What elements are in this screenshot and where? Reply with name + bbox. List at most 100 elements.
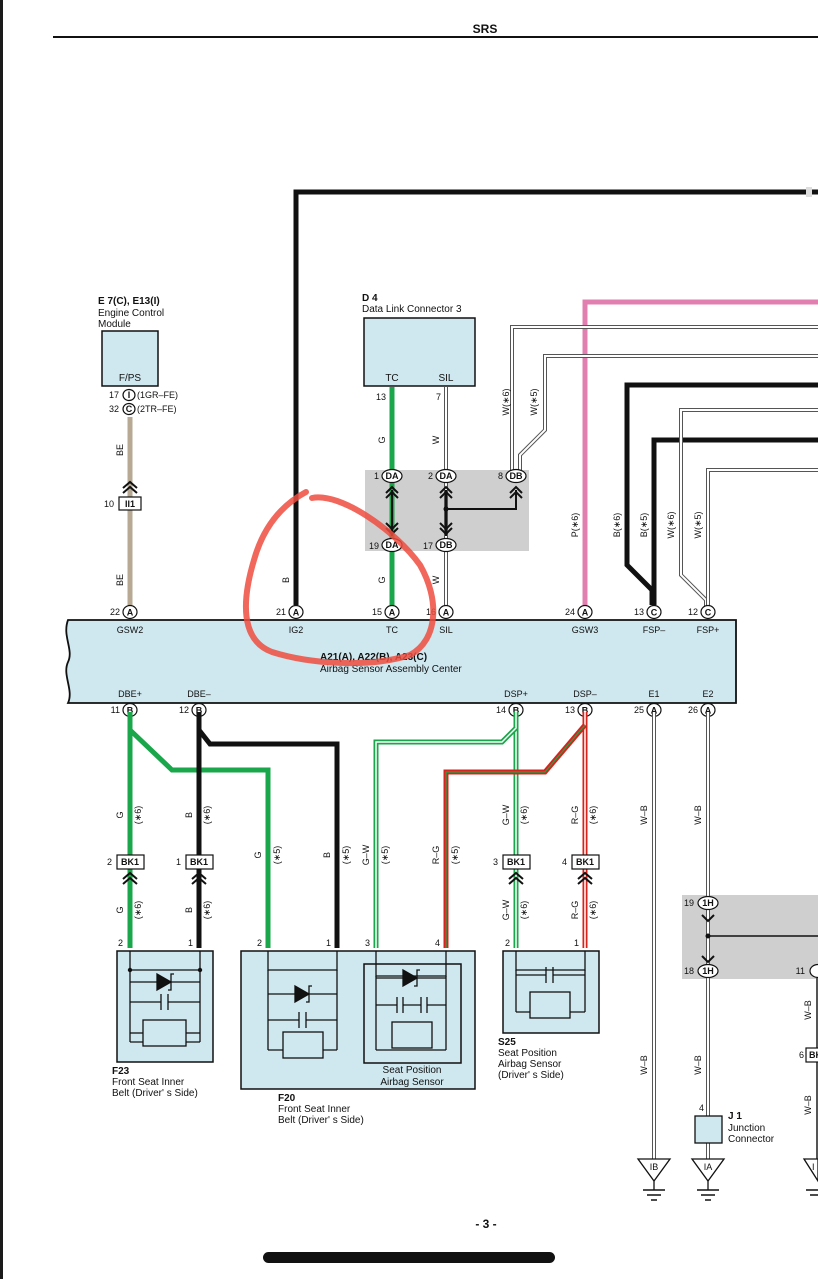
wl-b-12a: B: [184, 812, 194, 818]
ecm-pin-fps: F/PS: [119, 373, 142, 384]
airbag-bottom-cavity-label-dsp: B: [582, 705, 589, 715]
ecm-cavity-c: [122, 402, 136, 416]
airbag-bottom-pin-num-dsp: 14: [496, 705, 506, 715]
ecm-pin-17: 17: [109, 390, 119, 400]
dlc-id: D 4: [362, 293, 378, 304]
wl-s5-b: (∗5): [341, 846, 351, 865]
dlc-pin-sil: SIL: [438, 373, 453, 384]
wl-b-ig2: B: [281, 577, 291, 583]
airbag-bottom-pin-num-e1: 25: [634, 705, 644, 715]
airbag-bottom-cavity-label-dbe: B: [127, 705, 134, 715]
bk1-pin-4: 4: [562, 857, 567, 867]
ground-ib: [636, 1158, 672, 1201]
airbag-top-pin-name-sil: SIL: [439, 625, 453, 635]
home-indicator-bar[interactable]: [263, 1252, 555, 1263]
wl-w5-db: W(∗5): [529, 388, 539, 415]
splice-dot: [443, 506, 449, 512]
wl-s6-14b: (∗6): [519, 901, 529, 920]
ii1-pin-10: 10: [104, 499, 114, 509]
dlc-box: [363, 317, 476, 387]
s25-name-2: Airbag Sensor: [498, 1059, 562, 1070]
bk1-label-2: BK1: [190, 857, 208, 867]
da-pin-2: 2: [428, 471, 433, 481]
ecm-cavity-i-label: I: [128, 390, 131, 400]
db-cavity-17: [435, 537, 457, 553]
bk1-label-3: BK1: [507, 857, 525, 867]
wire-dbe-plus-green-5: [128, 728, 271, 948]
wl-g-f20: G: [253, 851, 263, 858]
f20-pin-4: 4: [435, 938, 440, 948]
bk1-pin-3: 3: [493, 857, 498, 867]
airbag-top-cavity-ig2: [288, 604, 304, 620]
ecm-box: [101, 330, 159, 387]
wl-rg-f20: R–G: [431, 846, 441, 865]
f23-circuit: [129, 951, 201, 1047]
j1h-splice: [705, 933, 711, 939]
wl-s5-rg: (∗5): [450, 846, 460, 865]
db-cavity-8: [505, 468, 527, 484]
wl-s6-11a: (∗6): [133, 806, 143, 825]
j1h-pin-19: 19: [684, 898, 694, 908]
airbag-top-pin-name-fsp: FSP+: [697, 625, 720, 635]
airbag-top-pin-name-gsw2: GSW2: [117, 625, 144, 635]
j1h-arrow-top: [701, 914, 715, 923]
da-cavity-1-label: DA: [386, 471, 399, 481]
j1-pin-4: 4: [699, 1103, 704, 1113]
f23-name-1: Front Seat Inner: [112, 1077, 185, 1088]
ecm-id: E 7(C), E13(I): [98, 296, 160, 307]
wl-p6: P(∗6): [570, 513, 580, 538]
j1-id: J 1: [728, 1111, 742, 1122]
j1h-pin-11: 11: [796, 966, 805, 976]
wl-s6-13b: (∗6): [588, 901, 598, 920]
airbag-top-pin-name-tc: TC: [386, 625, 398, 635]
wl-g-11b: G: [115, 906, 125, 913]
j1h-cavity-18: [697, 963, 719, 979]
wl-b5: B(∗5): [639, 513, 649, 538]
wl-gw-14b: G–W: [501, 899, 511, 920]
ecm-cavity-c-label: C: [126, 404, 133, 414]
s25-name-1: Seat Position: [498, 1048, 557, 1059]
j1h-pin-18: 18: [684, 966, 694, 976]
airbag-top-pins: A22GSW2A21IG2A15TCA16SILA24GSW3C13FSP–C1…: [110, 604, 720, 635]
airbag-top-pin-name-gsw3: GSW3: [572, 625, 599, 635]
wl-wb-e2-low: W–B: [693, 1055, 703, 1075]
airbag-bottom-pin-name-dsp: DSP+: [504, 689, 528, 699]
j1-box: [694, 1115, 723, 1144]
airbag-bottom-pin-num-dsp: 13: [565, 705, 575, 715]
wire-db-w5: [518, 354, 818, 470]
wl-s5-gw: (∗5): [380, 846, 390, 865]
db-pin-8: 8: [498, 471, 503, 481]
wl-wb-e1: W–B: [639, 805, 649, 825]
page-edge: [0, 0, 3, 1279]
dlc-pin-13: 13: [376, 392, 386, 402]
airbag-bottom-pin-name-dbe: DBE–: [187, 689, 211, 699]
j1h-cavity-18-label: 1H: [702, 966, 714, 976]
f20-circuit: [267, 951, 447, 1059]
s25-pin-1: 1: [574, 938, 579, 948]
j1h-cavity-19: [697, 895, 719, 911]
db-pin-17: 17: [423, 541, 433, 551]
s25-name-3: (Driver' s Side): [498, 1070, 564, 1081]
wl-w5-fsp: W(∗5): [693, 511, 703, 538]
wire-ig2-black: [293, 189, 818, 605]
ecm-pin-32: 32: [109, 404, 119, 414]
da-cavity-2-label: DA: [440, 471, 453, 481]
wire-dsp-minus-rg: [443, 712, 588, 948]
wire-dbe-minus-black-5: [197, 728, 340, 948]
j1-name-2: Connector: [728, 1134, 775, 1145]
airbag-bottom-cavity-label-e1: A: [651, 705, 658, 715]
f20-inner-label-2: Airbag Sensor: [380, 1077, 444, 1088]
airbag-top-cavity-gsw3: [577, 604, 593, 620]
wl-wb-e2: W–B: [693, 805, 703, 825]
wl-g-11a: G: [115, 811, 125, 818]
ground-ib-label: IB: [650, 1162, 659, 1172]
f23-name-2: Belt (Driver' s Side): [112, 1088, 198, 1099]
airbag-top-cavity-gsw2: [122, 604, 138, 620]
wl-s6-14a: (∗6): [519, 806, 529, 825]
wl-gw-14a: G–W: [501, 804, 511, 825]
bk1-pin-2: 2: [107, 857, 112, 867]
airbag-top-pin-num-gsw2: 22: [110, 607, 120, 617]
dlc-pin-7: 7: [436, 392, 441, 402]
